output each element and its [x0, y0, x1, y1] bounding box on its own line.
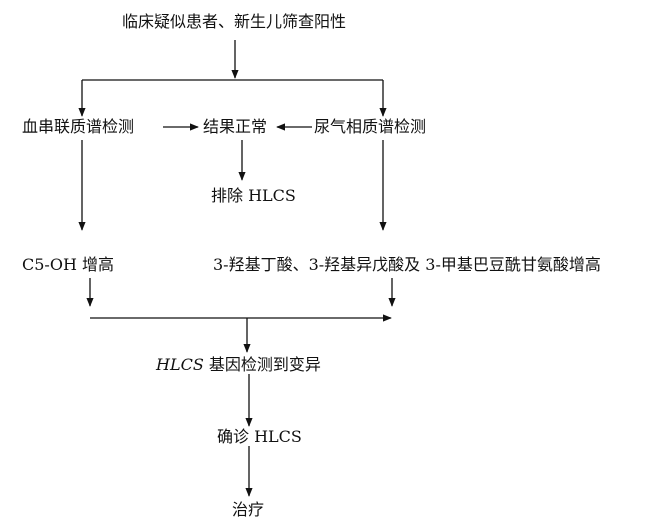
gene-name: HLCS: [156, 355, 204, 374]
node-gene-test: HLCS 基因检测到变异: [156, 355, 321, 375]
node-urine-test: 尿气相质谱检测: [314, 117, 427, 136]
node-blood-test: 血串联质谱检测: [22, 117, 135, 136]
gene-test-label: 基因检测到变异: [203, 355, 321, 374]
node-c5oh-elevated: C5-OH 增高: [22, 255, 114, 274]
node-treatment: 治疗: [232, 500, 265, 519]
node-result-normal: 结果正常: [203, 117, 268, 136]
node-confirm-hlcs: 确诊 HLCS: [217, 427, 302, 446]
node-organic-acids-elevated: 3-羟基丁酸、3-羟基异戊酸及 3-甲基巴豆酰甘氨酸增高: [213, 255, 601, 274]
node-start: 临床疑似患者、新生儿筛查阳性: [122, 12, 347, 31]
node-exclude-hlcs: 排除 HLCS: [211, 186, 296, 205]
